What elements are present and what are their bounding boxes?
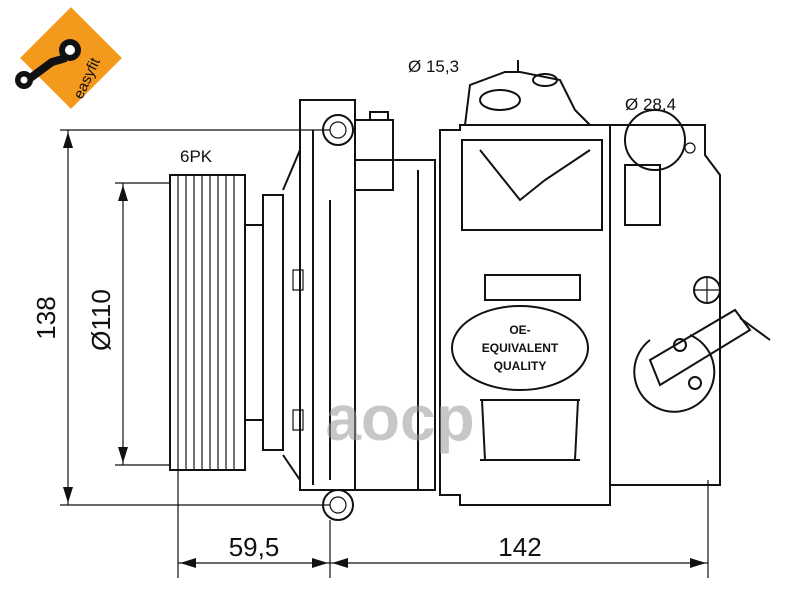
watermark: aocp bbox=[325, 382, 474, 454]
badge-line1: OE- bbox=[509, 323, 530, 337]
rear-housing bbox=[609, 109, 771, 486]
main-body: OE- EQUIVALENT QUALITY bbox=[439, 60, 611, 506]
pulley bbox=[169, 174, 284, 471]
height-label: 138 bbox=[31, 296, 61, 339]
length-label: 142 bbox=[498, 532, 541, 562]
front-housing bbox=[282, 99, 436, 521]
dimension-lines bbox=[60, 129, 709, 578]
badge-line3: QUALITY bbox=[494, 359, 547, 373]
pulley-diameter-label: Ø110 bbox=[86, 289, 116, 351]
belt-label: 6PK bbox=[180, 147, 213, 166]
easyfit-logo: easyfit bbox=[15, 7, 122, 109]
pulley-offset-label: 59,5 bbox=[229, 532, 280, 562]
badge-line2: EQUIVALENT bbox=[482, 341, 559, 355]
wrench-icon bbox=[15, 39, 81, 89]
inlet-diameter-label: Ø 15,3 bbox=[408, 57, 459, 76]
outlet-diameter-label: Ø 28,4 bbox=[625, 95, 676, 114]
